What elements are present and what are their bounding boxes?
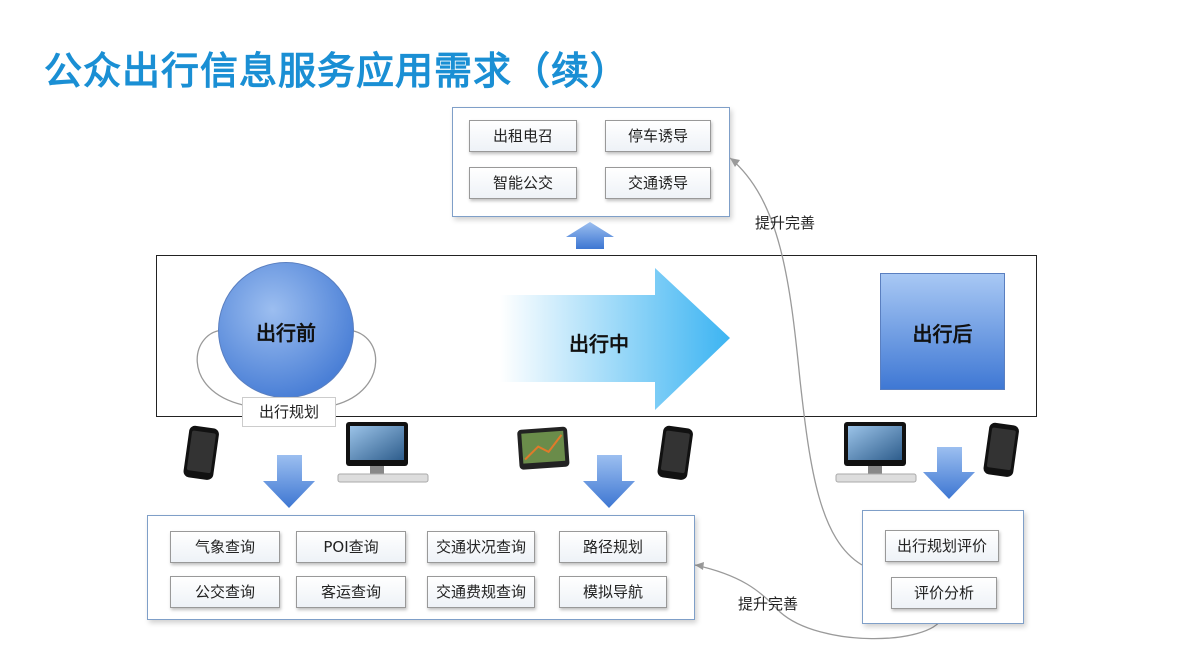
plan-loop-right [334, 329, 377, 406]
evaluation-panel: 出行规划评价 评价分析 [862, 510, 1024, 624]
phone-icon [657, 425, 693, 480]
before-trip-label: 出行前 [256, 321, 316, 345]
service-smart-bus: 智能公交 [469, 167, 577, 199]
feedback-label-bottom: 提升完善 [738, 595, 799, 613]
service-route-planning: 路径规划 [559, 531, 667, 563]
service-traffic-status-query: 交通状况查询 [427, 531, 535, 563]
feedback-arrowhead-bottom [695, 562, 704, 570]
feedback-curve-bottom [694, 564, 943, 640]
phone-icon [183, 425, 219, 480]
gps-navigator-icon [517, 426, 570, 470]
after-trip-label: 出行后 [912, 322, 973, 346]
eval-trip-plan-evaluation: 出行规划评价 [885, 530, 999, 562]
desktop-computer-icon [835, 422, 917, 483]
service-weather-query: 气象查询 [170, 531, 280, 563]
service-taxi-call: 出租电召 [469, 120, 577, 152]
after-trip-box: 出行后 [880, 273, 1005, 390]
feedback-arrowhead-top [730, 158, 740, 167]
service-traffic-fee-query: 交通费规查询 [427, 576, 535, 608]
trip-planning-label: 出行规划 [242, 397, 336, 427]
up-arrow [566, 222, 614, 249]
during-trip-arrow [500, 268, 730, 410]
feedback-curve-top [729, 157, 863, 566]
down-arrow-3 [923, 447, 975, 499]
desktop-computer-icon [337, 422, 429, 483]
feedback-label-top: 提升完善 [755, 214, 816, 232]
down-arrow-1 [263, 455, 315, 508]
service-coach-query: 客运查询 [296, 576, 406, 608]
plan-loop-left [196, 329, 244, 406]
eval-analysis: 评价分析 [891, 577, 997, 609]
top-services-panel: 出租电召 停车诱导 智能公交 交通诱导 [452, 107, 730, 217]
service-bus-query: 公交查询 [170, 576, 280, 608]
service-parking-guidance: 停车诱导 [605, 120, 711, 152]
before-trip-circle: 出行前 [218, 262, 354, 398]
during-trip-label: 出行中 [569, 332, 629, 356]
down-arrow-2 [583, 455, 635, 508]
service-traffic-guidance: 交通诱导 [605, 167, 711, 199]
service-simulated-navigation: 模拟导航 [559, 576, 667, 608]
phone-icon [983, 422, 1019, 477]
service-poi-query: POI查询 [296, 531, 406, 563]
bottom-services-panel: 气象查询 POI查询 交通状况查询 路径规划 公交查询 客运查询 交通费规查询 … [147, 515, 695, 620]
page-title: 公众出行信息服务应用需求（续） [44, 49, 630, 93]
